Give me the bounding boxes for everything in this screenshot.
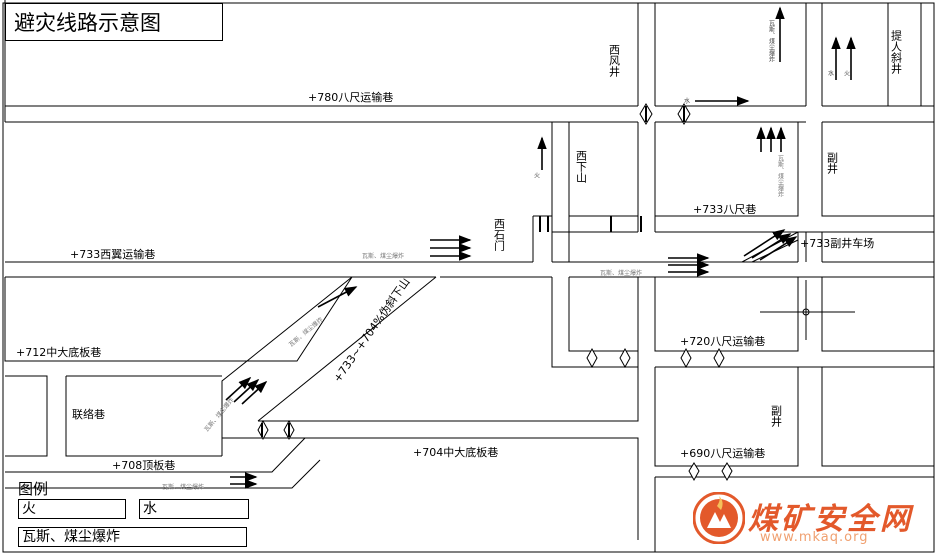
- hazard-gas-e733: 瓦斯、煤尘爆炸: [600, 269, 642, 277]
- label-xixiashan: 西下山: [575, 150, 588, 183]
- air-door-icon: [688, 462, 700, 482]
- label-lianluo: 联络巷: [72, 407, 105, 421]
- label-incline: +733~+704%伪斜下山: [331, 276, 413, 385]
- hazard-gas-lianluo: 瓦斯、煤尘爆炸: [202, 396, 235, 433]
- incline-upper: [257, 276, 437, 422]
- xixiashan-shaft: [637, 122, 656, 232]
- label-733c: +733副井车场: [800, 236, 874, 250]
- hazard-water-780: 水: [684, 97, 690, 105]
- fujing-upper-block: [821, 122, 934, 217]
- gas-arrow-icon: [241, 380, 268, 405]
- roadway-712: [4, 276, 353, 362]
- air-door-icon: [713, 347, 725, 369]
- label-720: +720八尺运输巷: [680, 334, 765, 348]
- label-fujing-lower: 副井: [770, 405, 783, 428]
- hazard-gas-708: 瓦斯、煤尘爆炸: [162, 483, 204, 491]
- water-arrow-icon: [233, 378, 260, 403]
- label-xishimen: 西石门: [493, 218, 506, 252]
- hazard-fire-top: 火: [843, 70, 850, 76]
- gas-arrow-icon: [759, 236, 798, 261]
- hazard-gas-733: 瓦斯、煤尘爆炸: [777, 155, 784, 198]
- watermark-logo-icon: [693, 492, 745, 544]
- watermark-name: 煤矿安全网: [748, 502, 913, 537]
- tiren-shaft: [805, 3, 922, 106]
- air-door-icon: [721, 462, 733, 482]
- roadway-690: [654, 367, 934, 552]
- legend-fire-label: 火: [22, 501, 36, 517]
- hazard-gas-top: 瓦斯、煤尘爆炸: [768, 20, 775, 63]
- label-780: +780八尺运输巷: [308, 90, 393, 104]
- crosshair: [760, 280, 855, 340]
- block-733: [655, 122, 799, 217]
- xifeng-shaft: [637, 3, 656, 106]
- label-704: +704中大底板巷: [413, 445, 498, 459]
- legend-gas-label: 瓦斯、煤尘爆炸: [22, 529, 120, 545]
- hazard-gas-w733: 瓦斯、煤尘爆炸: [362, 252, 404, 260]
- label-690: +690八尺运输巷: [680, 446, 765, 460]
- roadway-733w: [5, 261, 533, 278]
- xishimen-shaft: [532, 215, 552, 262]
- hazard-fire-mid: 火: [533, 172, 540, 178]
- watermark-url: www.mkaq.org: [760, 530, 869, 545]
- roadway-780-east: [655, 105, 934, 123]
- water-arrow-icon: [751, 233, 792, 259]
- label-712: +712中大底板巷: [16, 345, 101, 359]
- label-fujing-upper: 副井: [826, 152, 839, 175]
- label-708: +708顶板巷: [112, 458, 175, 472]
- label-733w: +733西翼运输巷: [70, 247, 155, 261]
- label-733: +733八尺巷: [693, 203, 756, 216]
- air-door-icon: [680, 347, 692, 369]
- legend-water: 水: [139, 499, 249, 519]
- air-door-icon: [619, 347, 631, 369]
- diagram-title: 避灾线路示意图: [5, 3, 223, 41]
- roadway-720: [551, 277, 638, 368]
- lianluo-block: [65, 375, 222, 457]
- label-tiren: 提人斜井: [890, 30, 903, 75]
- left-small-block: [5, 375, 48, 457]
- legend-water-label: 水: [143, 501, 157, 517]
- fire-arrow-icon: [225, 376, 252, 401]
- roadway-780: [5, 105, 638, 123]
- gas-arrow-icon: [317, 286, 358, 308]
- legend-gas: 瓦斯、煤尘爆炸: [18, 527, 247, 547]
- legend-fire: 火: [18, 499, 126, 519]
- hazard-gas-incline: 瓦斯、煤尘爆炸: [287, 315, 324, 348]
- fire-arrow-icon: [743, 229, 786, 257]
- roadway-708: [5, 437, 306, 473]
- hazard-water-top: 水: [827, 69, 834, 76]
- label-xifeng: 西风井: [608, 44, 621, 78]
- incline-lower: [221, 276, 353, 439]
- legend-title: 图例: [18, 480, 49, 498]
- air-door-icon: [586, 347, 598, 369]
